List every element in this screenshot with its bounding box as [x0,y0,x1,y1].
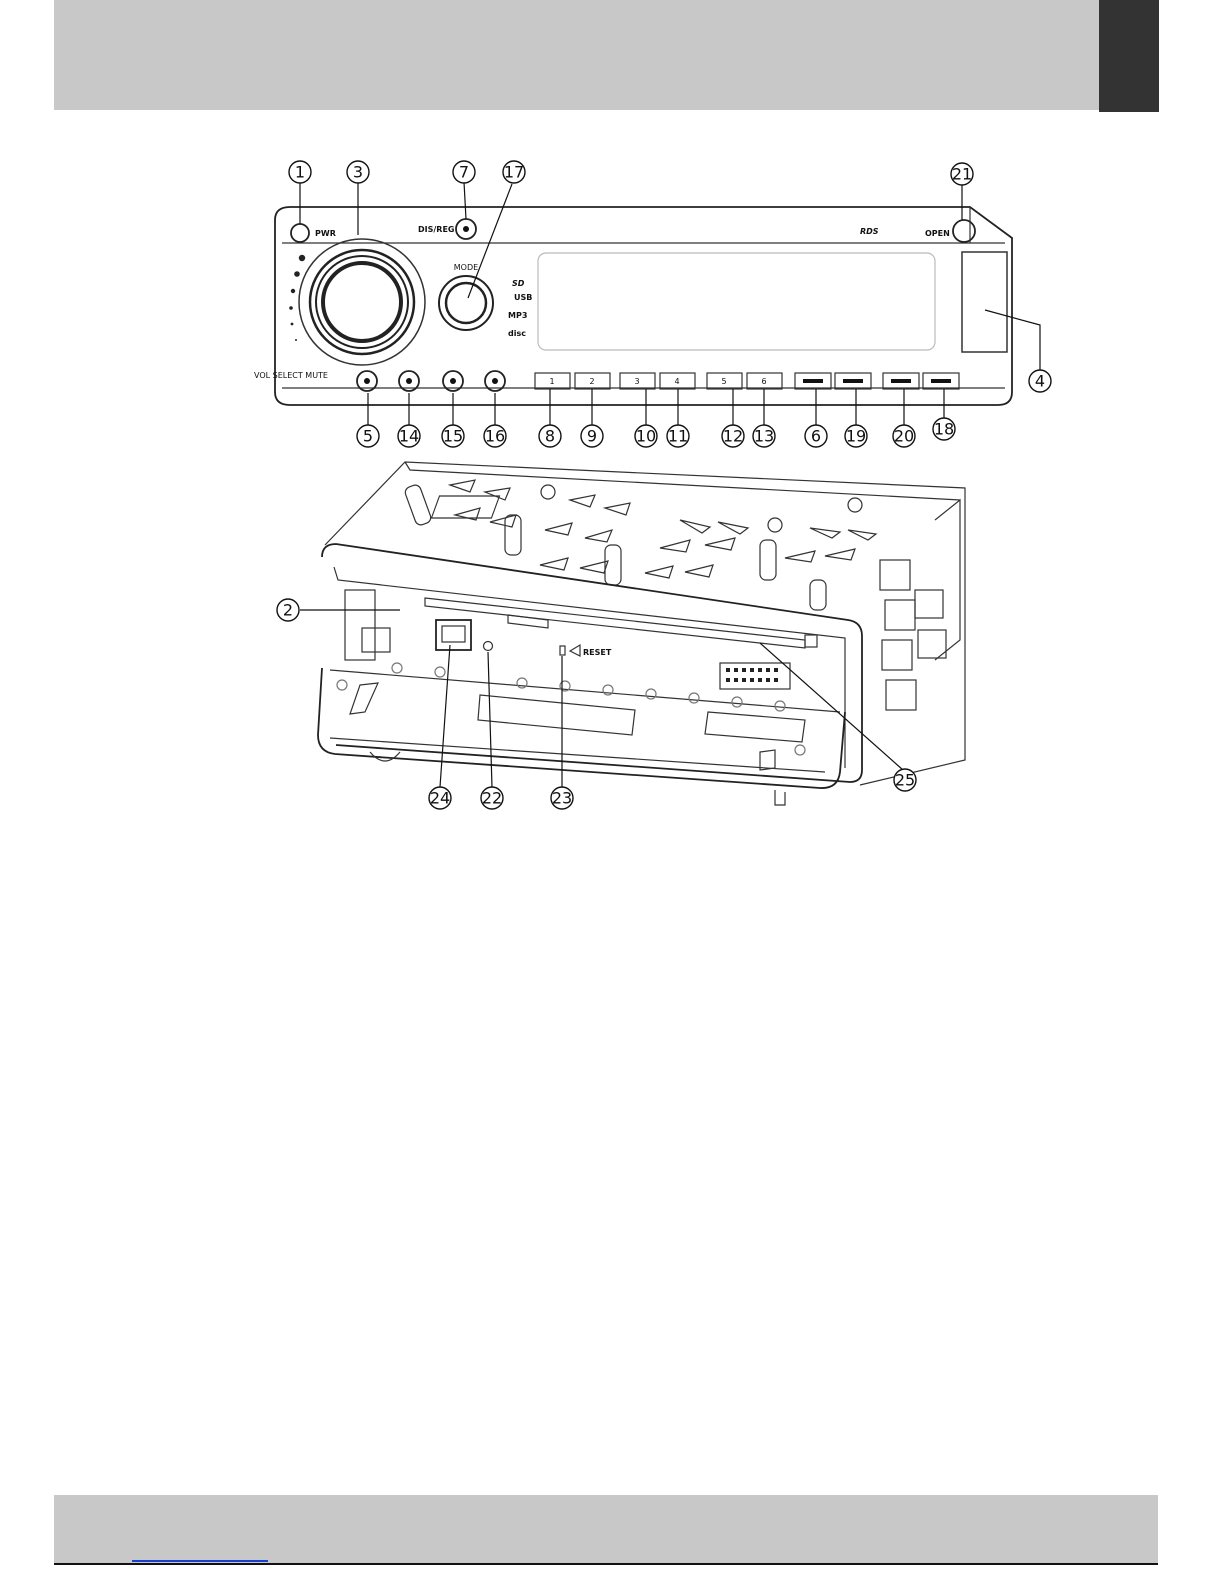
volume-dots [289,255,305,341]
callout-10: 10 [635,425,657,447]
callout-25: 25 [894,769,916,791]
callout-3-label: 3 [353,163,363,182]
footer-link[interactable] [132,1560,268,1562]
callout-9-label: 9 [587,427,597,446]
faceplate-connector [720,663,790,689]
preset-key-2-label: 2 [589,377,594,386]
callout-17-label: 17 [504,163,524,182]
callout-7-label: 7 [459,163,469,182]
card-slot-cover[interactable] [962,252,1007,352]
footer-band [54,1495,1158,1565]
display-window [538,253,935,350]
usb-logo: USB [514,293,532,302]
callout-5-label: 5 [363,427,373,446]
callout-6-label: 6 [811,427,821,446]
callout-21: 21 [951,163,973,185]
callout-19: 19 [845,425,867,447]
callout-21-label: 21 [952,165,972,184]
callout-16-label: 16 [485,427,505,446]
callout-12-label: 12 [723,427,743,446]
footer-rule [54,1563,1158,1565]
faceplate: PWR VOL SELECT MUTE DIS/REG MODE SD USB … [254,207,1012,405]
callout-11-label: 11 [668,427,688,446]
pwr-label: PWR [315,229,336,238]
preset-key-5-label: 5 [721,377,726,386]
callout-14-label: 14 [399,427,419,446]
rds-logo: RDS [860,227,879,236]
callout-3: 3 [347,161,369,183]
preset-key-6-label: 6 [761,377,766,386]
callout-20: 20 [893,425,915,447]
callout-18: 18 [933,418,955,440]
callout-23-label: 23 [552,789,572,808]
callout-1: 1 [289,161,311,183]
preset-key-1-label: 1 [549,377,554,386]
callout-19-label: 19 [846,427,866,446]
usb-port[interactable] [436,620,471,650]
reset-label: RESET [583,648,612,657]
mode-knob[interactable] [439,276,493,330]
callout-4-label: 4 [1035,372,1045,391]
callout-14: 14 [398,425,420,447]
callout-2-label: 2 [283,601,293,620]
callout-11: 11 [667,425,689,447]
callout-8: 8 [539,425,561,447]
callout-13-label: 13 [754,427,774,446]
mode-label: MODE [454,263,478,272]
callout-17: 17 [503,161,525,183]
callout-18-label: 18 [934,420,954,439]
callout-24: 24 [429,787,451,809]
callout-4: 4 [1029,370,1051,392]
callout-2: 2 [277,599,299,621]
chassis: RESET [318,462,965,805]
aux-jack[interactable] [484,642,493,651]
callout-9: 9 [581,425,603,447]
callout-7: 7 [453,161,475,183]
volume-knob[interactable] [299,239,425,365]
callout-24-label: 24 [430,789,450,808]
callout-13: 13 [753,425,775,447]
callout-25-label: 25 [895,771,915,790]
sd-logo: SD [512,279,525,288]
power-button[interactable] [291,224,309,242]
vol-select-mute-label: VOL SELECT MUTE [254,371,328,380]
callout-22-label: 22 [482,789,502,808]
preset-key-3-label: 3 [634,377,639,386]
callout-15-label: 15 [443,427,463,446]
callout-5: 5 [357,425,379,447]
callout-16: 16 [484,425,506,447]
callout-23: 23 [551,787,573,809]
open-button[interactable] [953,220,975,242]
mp3-logo: MP3 [508,311,527,320]
callout-8-label: 8 [545,427,555,446]
preset-key-4-label: 4 [674,377,679,386]
callout-15: 15 [442,425,464,447]
disc-logo: disc [508,329,526,338]
callout-6: 6 [805,425,827,447]
callout-12: 12 [722,425,744,447]
callout-1-label: 1 [295,163,305,182]
open-label: OPEN [925,229,950,238]
reset-button[interactable] [560,646,565,655]
dis-reg-label: DIS/REG [418,225,455,234]
preset-keys: 1 2 3 4 5 6 [535,373,959,389]
callout-22: 22 [481,787,503,809]
callout-20-label: 20 [894,427,914,446]
callout-10-label: 10 [636,427,656,446]
